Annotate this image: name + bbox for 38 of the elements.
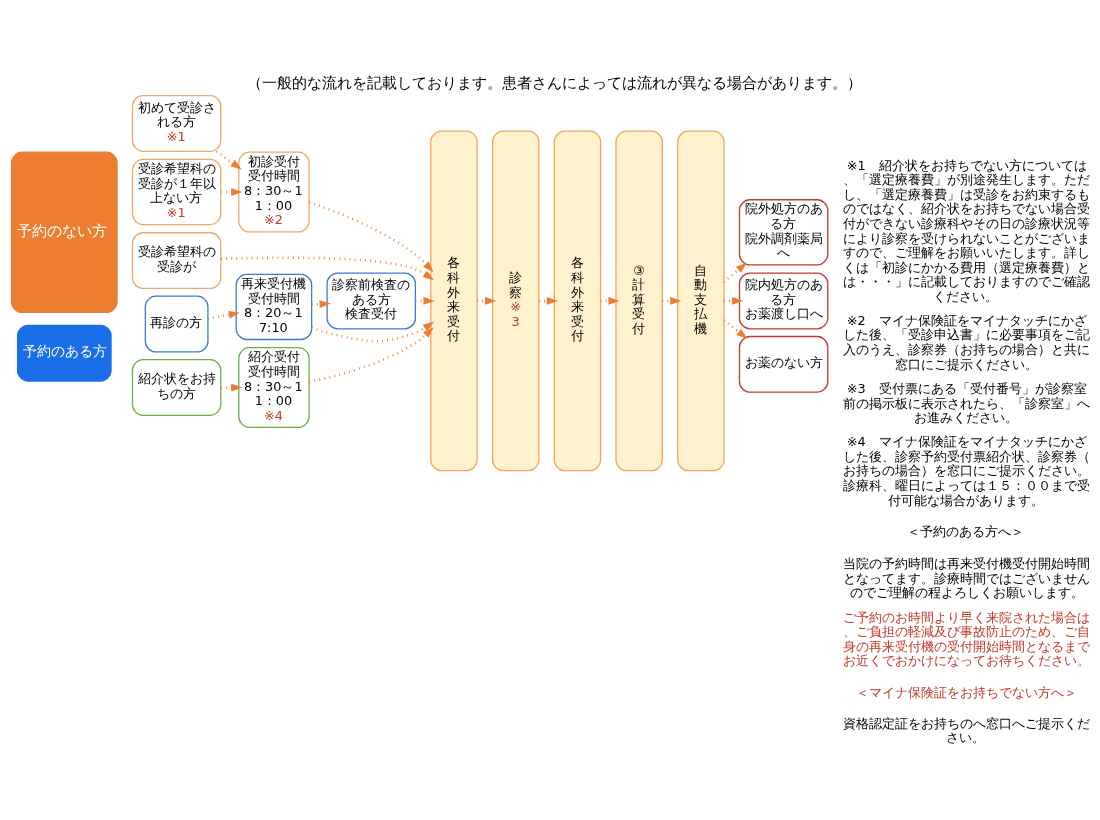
node-box: 受診希望科の受診が１年以上ない方 ※1	[131, 158, 222, 226]
node-box: 紹介状をお持ちの方	[131, 359, 222, 416]
arrow	[220, 256, 434, 281]
node-box: お薬のない方	[738, 335, 829, 393]
arrow	[311, 321, 434, 343]
label: ※2 マイナ保険証をマイナタッチにかざした後、「受診申込書」に必要事項をご記入のうえ、診察券（お持ちの場合）と共に窓口にご提示ください。	[843, 312, 1091, 372]
arrow	[311, 300, 331, 308]
arrow	[723, 319, 748, 339]
label: 当院の予約時間は再来受付機受付開始時間となってます。診療時間ではございませんのでご理解の程よろしくお願いします。	[843, 555, 1091, 601]
label: ※3 受付票にある「受付番号」が診察室前の掲示板に表示されたら、「診察室」へお進みください。	[843, 381, 1091, 426]
node-box: 診察 ※3	[491, 130, 540, 472]
arrow	[207, 310, 240, 320]
node-box: 再来受付機 受付時間 8：20～17:10	[235, 273, 313, 341]
label: ※4 マイナ保険証をマイナタッチにかざした後、診察予約受付票紹介状、診察券（お持ちの場合）を窓口にご提示ください。診療科、曜日によっては１５：００まで受付可能な場合があります。	[843, 434, 1091, 508]
diagram-title: （一般的な流れを記載しております。患者さんによっては流れが異なる場合があります。）	[246, 73, 862, 91]
label: ＜予約のある方へ＞	[907, 524, 1025, 540]
arrow	[308, 201, 434, 273]
node-box: 予約のない方	[10, 151, 118, 314]
label: 資格認定証をお持ちのへ窓口へご提示ください。	[843, 715, 1091, 746]
node-box: 紹介受付 受付時間 8：30～11：00 ※4	[238, 347, 310, 428]
node-box: 院内処方のある方 お薬渡し口へ	[738, 272, 829, 330]
node-box: 受診希望科の受診が	[131, 232, 222, 290]
node-box: 初めて受診される方 ※1	[131, 94, 222, 152]
node-box: 各科外来受付	[553, 130, 602, 472]
node-box: 自動支払機	[677, 130, 725, 472]
label: ご予約のお時間より早く来院された場合は、ご負担の軽減及び事故防止のため、ご自身の再来受付機の受付開始時間となるまでお近くでおかけになってお待ちください。	[843, 609, 1091, 669]
node-box: 予約のある方	[16, 324, 112, 382]
arrow	[723, 262, 747, 283]
node-box: 各科外来受付	[430, 130, 478, 472]
arrow	[309, 327, 434, 384]
node-box: 再診の方	[144, 295, 209, 353]
node-box: ③計算受付	[615, 130, 663, 472]
node-box: 診察前検査のある方 検査受付	[326, 272, 417, 330]
node-box: 院外処方のある方 院外調剤薬局へ	[738, 199, 829, 266]
node-box: 初診受付 受付時間 8：30～11：00 ※2	[238, 151, 310, 233]
arrow	[215, 150, 242, 170]
label: ※1 紹介状をお持ちでない方については、「選定療養費」が別途発生します。ただし、「選定療養費」は受診をお約束するものではなく、紹介状をお持ちでない場合受付ができない診療科やその日の診療状況等により診察を受けられないことがございますので、ご理解をお願いいたします。詳しくは「初診にかかる費用（選定療養費）とは・・・」に記載しておりますのでご確認ください。	[843, 157, 1091, 304]
label: ＜マイナ保険証をお持ちでない方へ＞	[856, 684, 1078, 700]
